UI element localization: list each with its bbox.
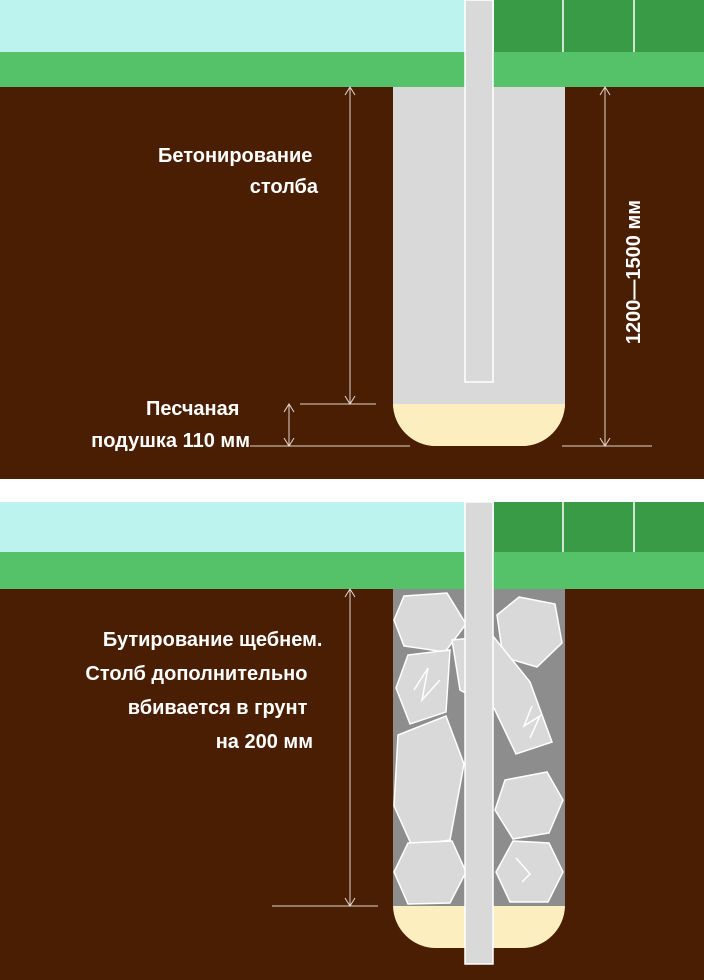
post <box>464 0 494 383</box>
fence-panel <box>494 0 704 52</box>
dimension-rubble <box>272 588 378 907</box>
dimension-sand <box>250 403 410 447</box>
label-sand-cushion: Песчаная подушка 110 мм <box>91 398 250 452</box>
stone-crack <box>413 667 441 703</box>
stone <box>496 596 563 668</box>
stone <box>495 840 564 903</box>
stone-crack <box>515 857 532 883</box>
grass-strip <box>0 552 704 589</box>
stone <box>494 771 564 840</box>
stone <box>393 840 467 905</box>
label-concreting: Бетонирование столба <box>158 145 319 198</box>
fence-background <box>494 502 704 552</box>
dimension-total-depth <box>562 86 652 447</box>
panel-concreting: Бетонирование столба Песчаная подушка 11… <box>0 0 704 479</box>
stone <box>395 649 451 725</box>
label-rubble: Бутирование щебнем. Столб дополнительно … <box>85 629 328 753</box>
fence-panel <box>494 502 704 552</box>
soil <box>0 589 704 980</box>
stone-crack <box>522 705 542 739</box>
sand-cushion <box>393 404 565 447</box>
label-depth: 1200—1500 мм <box>623 200 645 344</box>
panel-rubble: Бутирование щебнем. Столб дополнительно … <box>0 501 704 980</box>
grass-strip <box>0 52 704 87</box>
dimension-concrete <box>300 86 376 405</box>
fence-background <box>494 0 704 52</box>
post <box>464 501 494 965</box>
stone <box>393 715 465 847</box>
soil <box>0 87 704 479</box>
